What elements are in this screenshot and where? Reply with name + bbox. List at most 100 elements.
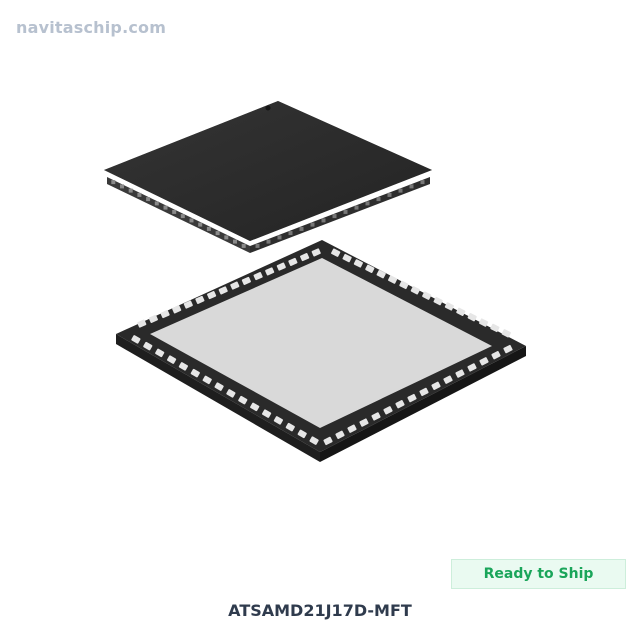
chip-pad — [143, 341, 153, 351]
chip-pin — [409, 184, 414, 189]
chip-pad — [218, 286, 228, 295]
chip-pad — [311, 248, 321, 257]
chip-pad — [226, 389, 236, 398]
chip-pin — [332, 214, 337, 219]
chip-pad — [183, 300, 193, 309]
chip-pin — [172, 209, 177, 214]
chip-pad — [131, 335, 141, 344]
chip-pin — [321, 218, 326, 223]
chip-pad — [265, 267, 275, 276]
chip-pad — [347, 424, 357, 433]
chip-pad — [323, 436, 333, 446]
chip-pin — [154, 201, 159, 206]
chip-pad — [167, 355, 177, 364]
chip-pad — [365, 264, 375, 273]
chip-pin — [299, 226, 304, 231]
chip-pin — [206, 226, 211, 231]
chip-pin — [224, 235, 229, 240]
chip-pin — [241, 243, 246, 248]
chip-pin — [128, 188, 133, 193]
chip-pad — [395, 400, 405, 409]
chip-pad — [455, 369, 465, 378]
chip-pad — [422, 291, 432, 300]
chip-pad — [148, 314, 158, 323]
chip-pad — [331, 248, 341, 257]
chip-pin — [310, 222, 315, 227]
chip-pad — [353, 259, 363, 268]
chip-pad — [388, 275, 398, 284]
chip-pad — [178, 362, 188, 371]
chip-pin — [343, 209, 348, 214]
chip-pad — [172, 305, 182, 314]
chip-pad — [160, 310, 170, 319]
chip-pad — [241, 276, 251, 285]
chip-pin — [146, 197, 151, 202]
chip-pad — [202, 375, 212, 385]
chip-pin — [288, 231, 293, 236]
chip-pad — [410, 286, 420, 295]
chip-pin — [137, 192, 142, 197]
chip-pin — [365, 201, 370, 206]
chip-pad — [230, 281, 240, 290]
chip-pad — [285, 422, 295, 432]
chip-pad — [371, 412, 381, 421]
chip-pad — [342, 253, 352, 263]
chip-pin — [111, 180, 116, 185]
chip-pad — [262, 409, 272, 418]
chip-bottom-view — [116, 240, 526, 462]
chip-pad — [383, 406, 393, 415]
part-number: ATSAMD21J17D-MFT — [228, 601, 412, 620]
chip-pin — [120, 184, 124, 189]
chip-pin — [354, 205, 359, 210]
chip-pin — [277, 235, 282, 240]
chip-pad — [155, 348, 165, 358]
chip-pad — [467, 363, 477, 372]
chip-top-pins-right — [255, 180, 425, 248]
chip-pad — [288, 257, 298, 266]
chip-pad — [297, 429, 307, 439]
chip-pin — [215, 231, 220, 236]
chip-top-view — [104, 101, 432, 253]
chip-pad — [273, 416, 283, 425]
chip-pad — [195, 295, 205, 304]
chip-pad — [479, 318, 489, 327]
chip-pin — [189, 218, 194, 223]
chip-pad — [503, 344, 513, 354]
chip-pin — [233, 239, 237, 244]
chip-pin — [255, 243, 260, 248]
chip-pad — [253, 272, 263, 281]
chip-pad — [214, 382, 224, 391]
chip-pad — [433, 296, 443, 306]
chip-pad — [431, 381, 441, 390]
chip-pin — [180, 214, 185, 219]
chip-pad — [467, 313, 477, 322]
chip-pad — [419, 387, 429, 397]
watermark: navitaschip.com — [16, 18, 167, 37]
chip-pad — [238, 395, 248, 405]
chip-pad — [137, 319, 147, 328]
chip-pin — [163, 205, 168, 210]
chip-pad — [335, 430, 345, 439]
chip-pin — [398, 188, 403, 193]
chip-pad — [207, 291, 217, 300]
chip-pad — [300, 253, 310, 262]
chip-pad — [407, 393, 417, 403]
chip-pin — [198, 222, 203, 227]
chip-pad — [399, 280, 409, 290]
chip-pin — [266, 239, 271, 244]
chip-top-pins-left — [111, 180, 246, 248]
chip-pad — [376, 270, 386, 279]
chip-pad — [501, 329, 511, 338]
chip-pad — [309, 436, 319, 445]
chip-pin — [387, 192, 392, 197]
chip-pad — [491, 351, 501, 360]
chip-pad — [359, 418, 369, 427]
chip-pad — [479, 357, 489, 366]
chip-pad — [444, 302, 454, 311]
thermal-pad — [150, 258, 492, 428]
chip-pad — [190, 368, 200, 378]
chip-bottom-pins — [131, 248, 513, 446]
chip-pad — [456, 307, 466, 316]
chip-pad — [443, 375, 453, 384]
